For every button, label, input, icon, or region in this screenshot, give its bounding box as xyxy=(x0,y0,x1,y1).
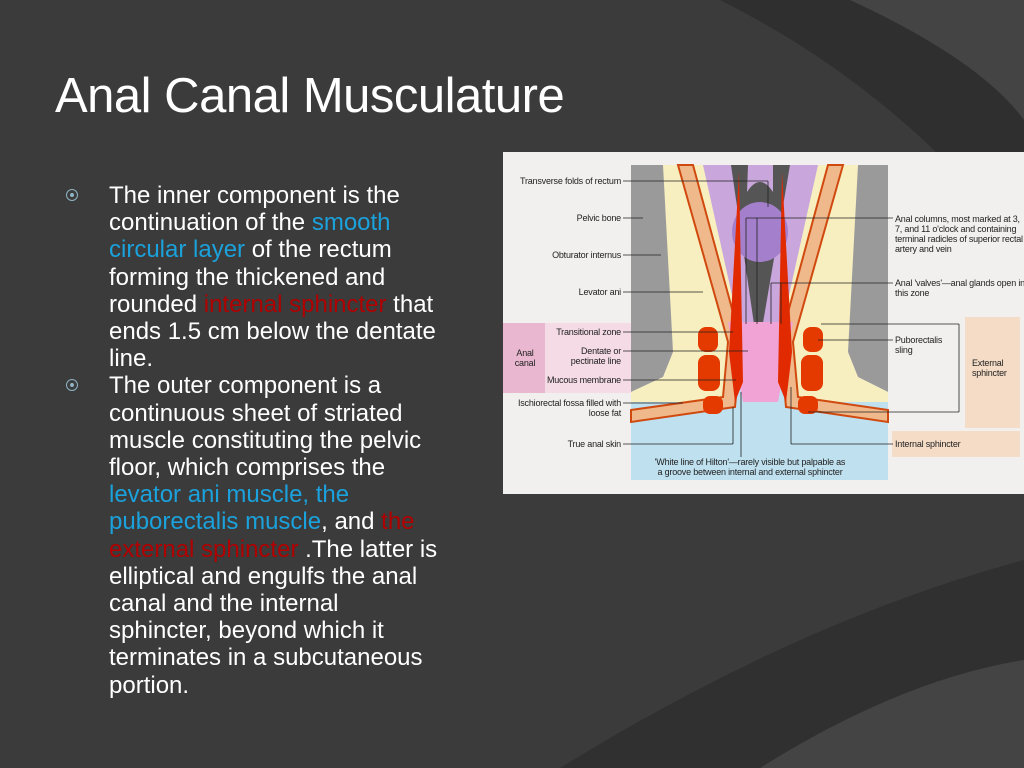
label-pelvic-bone: Pelvic bone xyxy=(576,213,622,223)
label-columns-1: Anal columns, most marked at 3, xyxy=(895,214,1020,224)
bullet-circle-icon xyxy=(66,189,78,201)
label-ext-1: External xyxy=(972,358,1004,368)
bullet-line: rounded internal sphincter that xyxy=(109,291,506,318)
label-anal-canal-1: Anal xyxy=(516,348,534,358)
text-segment: The outer component is a xyxy=(109,372,382,400)
label-hilton-1: 'White line of Hilton'—rarely visible bu… xyxy=(654,457,846,467)
highlighted-term: circular layer xyxy=(109,236,246,264)
text-segment: floor, which comprises the xyxy=(109,454,386,482)
label-obturator-internus: Obturator internus xyxy=(552,250,621,260)
text-segment: canal and the internal xyxy=(109,590,339,618)
bullet-line: levator ani muscle, the xyxy=(109,481,506,508)
text-segment: , and xyxy=(321,508,382,536)
bullet-line: muscle constituting the pelvic xyxy=(109,427,506,454)
text-segment: terminates in a subcutaneous xyxy=(109,644,423,672)
label-valves-1: Anal 'valves'—anal glands open in xyxy=(895,278,1024,288)
text-segment: rounded xyxy=(109,290,204,318)
bullet-line: ends 1.5 cm below the dentate xyxy=(109,318,506,345)
highlighted-term: levator ani muscle, the xyxy=(109,481,350,509)
bullet-line: The inner component is the xyxy=(109,182,506,209)
bullet-line: elliptical and engulfs the anal xyxy=(109,563,506,590)
label-ischiorectal-1: Ischiorectal fossa filled with xyxy=(517,398,621,408)
text-segment: line. xyxy=(109,345,154,373)
slide-title: Anal Canal Musculature xyxy=(55,69,565,123)
bullet-circle-icon xyxy=(66,379,78,392)
anal-canal-diagram: Transverse folds of rectum Pelvic bone O… xyxy=(503,152,1024,494)
anatomy-illustration xyxy=(503,164,1020,480)
text-segment: forming the thickened and xyxy=(109,263,386,291)
label-mucous-membrane: Mucous membrane xyxy=(546,375,621,385)
label-levator-ani: Levator ani xyxy=(578,287,622,297)
label-ischiorectal-2: loose fat xyxy=(588,408,621,418)
bullet-line: continuous sheet of striated xyxy=(109,400,506,427)
label-anal-canal-2: canal xyxy=(514,358,536,368)
label-transverse-folds: Transverse folds of rectum xyxy=(519,176,621,186)
text-segment: elliptical and engulfs the anal xyxy=(109,562,418,590)
bullet-line: circular layer of the rectum xyxy=(109,236,506,263)
bullet-line: terminates in a subcutaneous xyxy=(109,644,506,671)
bullet-line: puborectalis muscle, and the xyxy=(109,508,506,535)
bullet-line: forming the thickened and xyxy=(109,264,506,291)
label-transitional-zone: Transitional zone xyxy=(556,327,621,337)
label-white-line-hilton: 'White line of Hilton'—rarely visible bu… xyxy=(645,457,855,477)
highlighted-term: smooth xyxy=(311,209,391,237)
text-segment: portion. xyxy=(109,671,190,699)
text-segment: .The latter is xyxy=(298,535,438,563)
text-segment: of the rectum xyxy=(245,236,392,264)
bullet-line: sphincter, beyond which it xyxy=(109,617,506,644)
bullet-line: portion. xyxy=(109,672,506,699)
label-dentate-line-1: Dentate or xyxy=(580,346,621,356)
highlighted-term: the xyxy=(381,508,415,536)
text-segment: sphincter, beyond which it xyxy=(109,617,384,645)
bullet-line: line. xyxy=(109,345,506,372)
label-hilton-2: a groove between internal and external s… xyxy=(657,467,843,477)
bullet-line: canal and the internal xyxy=(109,590,506,617)
label-columns-3: terminal radicles of superior rectal xyxy=(895,234,1023,244)
label-valves-2: this zone xyxy=(895,288,930,298)
label-internal-sphincter: Internal sphincter xyxy=(895,439,961,449)
bullet-line: external sphincter .The latter is xyxy=(109,536,506,563)
highlighted-term: puborectalis muscle xyxy=(109,508,322,536)
label-dentate-line-2: pectinate line xyxy=(570,356,621,366)
text-segment: continuation of the xyxy=(109,209,312,237)
label-pubo-1: Puborectalis xyxy=(895,335,943,345)
text-segment: that xyxy=(386,290,434,318)
text-segment: continuous sheet of striated xyxy=(109,399,403,427)
label-columns-2: 7, and 11 o'clock and containing xyxy=(895,224,1017,234)
bullet-line: continuation of the smooth xyxy=(109,209,506,236)
bullet-line: The outer component is a xyxy=(109,372,506,399)
label-true-anal-skin: True anal skin xyxy=(567,439,622,449)
text-segment: The inner component is the xyxy=(109,182,400,209)
highlighted-term: internal sphincter xyxy=(203,290,387,318)
label-anal-columns: Anal columns, most marked at 3,7, and 11… xyxy=(895,214,1023,254)
label-pubo-2: sling xyxy=(895,345,913,355)
text-segment: ends 1.5 cm below the dentate xyxy=(109,318,436,346)
highlighted-term: external sphincter xyxy=(109,535,299,563)
label-columns-4: artery and vein xyxy=(895,244,952,254)
label-ext-2: sphincter xyxy=(972,368,1007,378)
text-segment: muscle constituting the pelvic xyxy=(109,426,422,454)
bullet-line: floor, which comprises the xyxy=(109,454,506,481)
